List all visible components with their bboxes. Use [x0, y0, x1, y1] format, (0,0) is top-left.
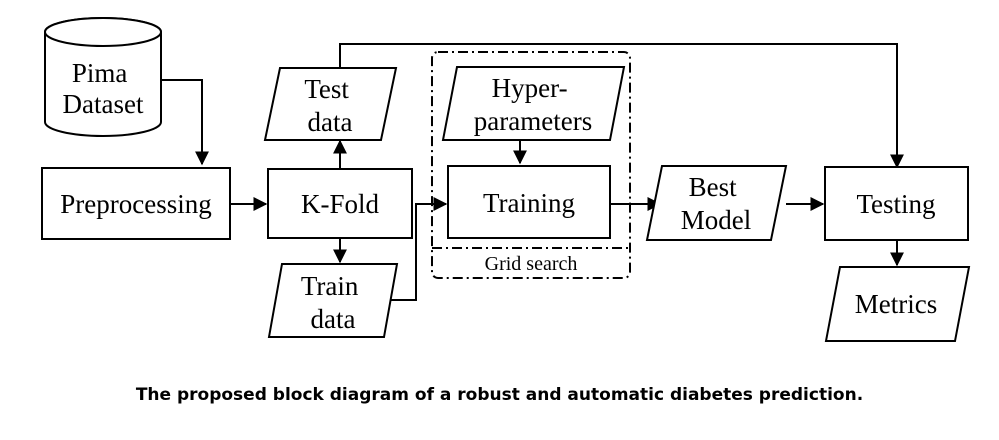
best-model-label: Best Model: [681, 172, 752, 235]
edges: [160, 43, 904, 301]
preprocessing-node: Preprocessing: [41, 167, 231, 240]
pima-dataset-node: Pima Dataset: [44, 17, 162, 137]
testing-label: Testing: [856, 189, 935, 219]
hyperparameters-label: Hyper- parameters: [474, 73, 592, 136]
figure-caption: The proposed block diagram of a robust a…: [135, 385, 864, 405]
kfold-node: K-Fold: [267, 168, 413, 239]
pima-dataset-label: Pima Dataset: [63, 58, 144, 119]
test-data-label: Test data: [304, 74, 355, 137]
train-data-node: Train data: [267, 263, 399, 338]
grid-search-group: Grid search: [431, 51, 631, 279]
grid-search-outline: [431, 51, 631, 279]
edge-test-data-to-testing: [339, 43, 904, 169]
metrics-node: Metrics: [824, 266, 971, 342]
train-data-label: Train data: [301, 271, 365, 334]
training-label: Training: [483, 188, 575, 218]
hyperparameters-node: Hyper- parameters: [441, 66, 626, 141]
testing-node: Testing: [824, 166, 969, 241]
grid-search-label: Grid search: [485, 253, 578, 275]
preprocessing-label: Preprocessing: [60, 189, 211, 219]
kfold-label: K-Fold: [301, 189, 380, 219]
test-data-node: Test data: [263, 67, 398, 141]
edge-dataset-to-preprocessing: [160, 79, 209, 166]
best-model-node: Best Model: [645, 165, 788, 241]
metrics-label: Metrics: [855, 289, 937, 319]
cylinder-top: [44, 17, 162, 47]
training-node: Training: [447, 165, 611, 239]
